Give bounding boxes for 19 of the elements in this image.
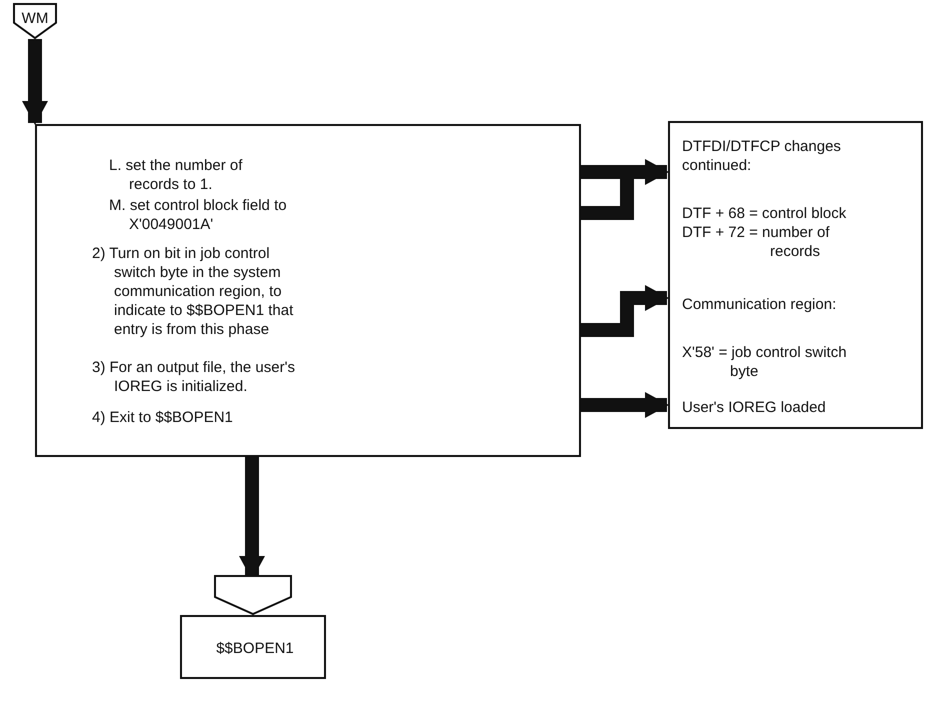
arrow	[22, 39, 48, 125]
process-box	[35, 124, 581, 457]
box-text: 4) Exit to $$BOPEN1	[92, 408, 234, 427]
arrow	[581, 392, 669, 418]
arrow	[581, 285, 669, 337]
box-text: $$BOPEN1	[215, 639, 295, 658]
box-text: X'58' = job control switch byte	[682, 343, 848, 381]
box-text: M. set control block field to X'0049001A'	[109, 196, 288, 234]
box-text: User's IOREG loaded	[682, 398, 827, 417]
box-text: 3) For an output file, the user's IOREG is initialized.	[92, 358, 296, 396]
box-text: DTFDI/DTFCP changes continued:	[682, 137, 842, 175]
box-text: 2) Turn on bit in job control switch byte in the system communication region, to indicate to $$BOPEN1 that entry is from this phase	[92, 244, 294, 339]
off-page-connector	[13, 3, 57, 39]
box-text: DTF + 68 = control block	[682, 204, 848, 223]
box-text: WM	[20, 9, 50, 28]
box-text: L. set the number of records to 1.	[109, 156, 244, 194]
box-text: Communication region:	[682, 295, 838, 314]
box-text: DTF + 72 = number of records	[682, 223, 831, 261]
process-box	[668, 121, 923, 429]
